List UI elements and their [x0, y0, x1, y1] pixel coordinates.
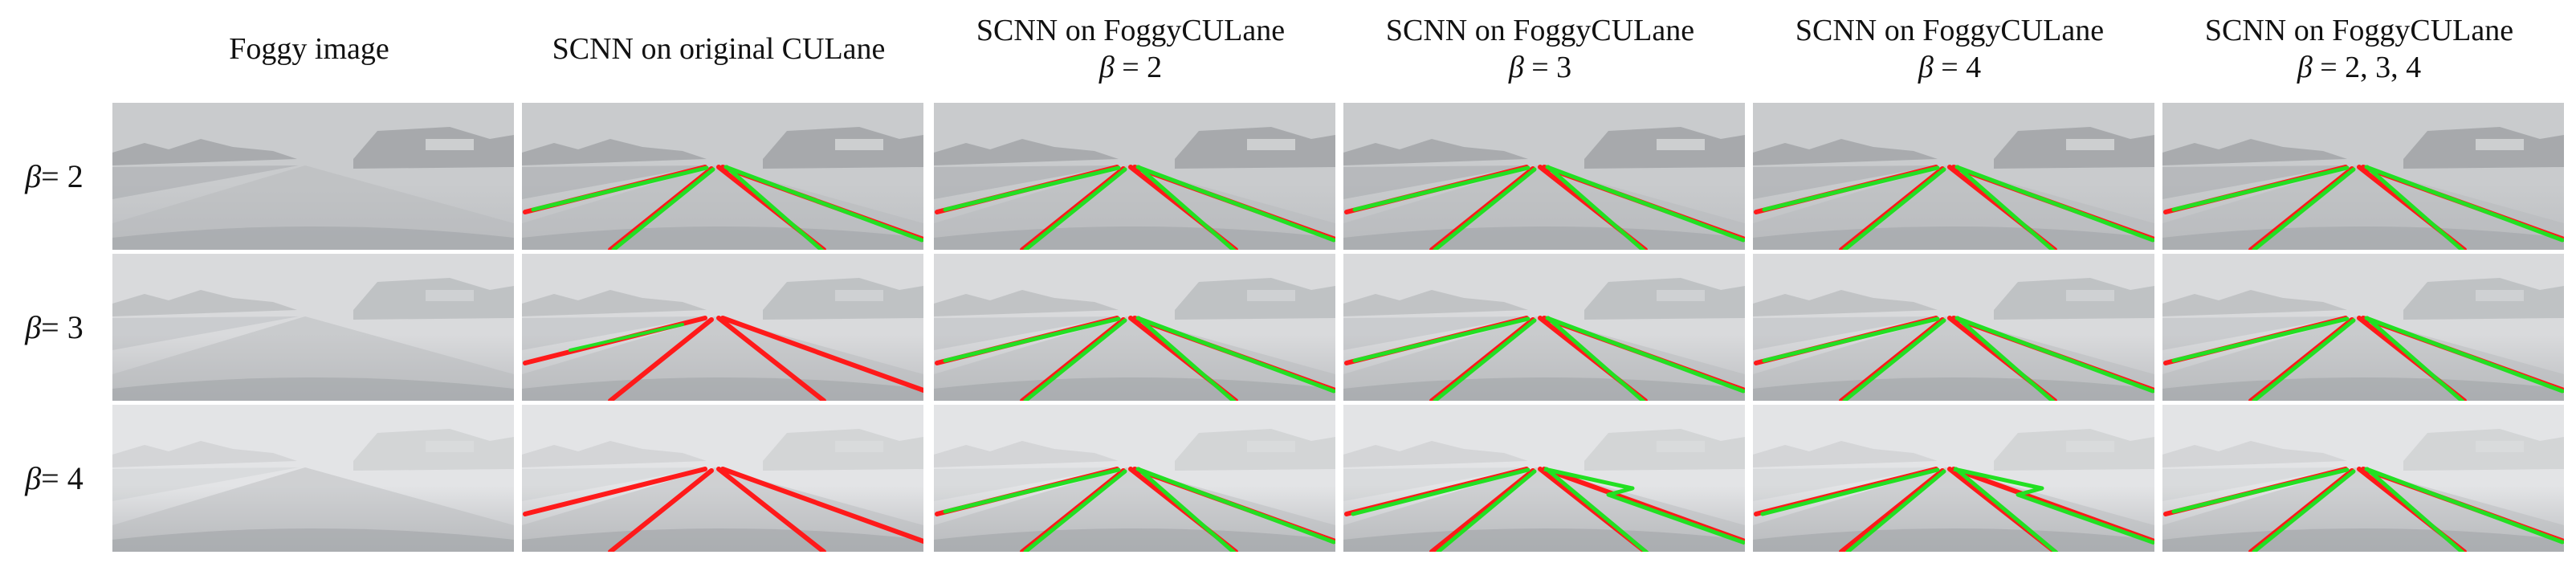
- result-cell-r3-c1: [112, 405, 514, 552]
- row-label-beta4: β = 4: [25, 460, 84, 496]
- road-scene-image: [1753, 103, 2154, 250]
- column-header-line2: β = 4: [1918, 51, 1982, 84]
- road-scene-image: [934, 405, 1335, 552]
- column-header-line1: SCNN on FoggyCULane: [1795, 14, 2105, 47]
- road-scene-image: [2162, 103, 2564, 250]
- column-header-line2: β = 2: [1098, 51, 1163, 84]
- road-scene-image: [1753, 254, 2154, 401]
- column-header-foggy-beta3: SCNN on FoggyCULane β = 3: [1339, 0, 1741, 98]
- result-cell-r2-c4: [1343, 254, 1745, 401]
- road-scene-image: [1753, 405, 2154, 552]
- row-label-beta2: β = 2: [25, 158, 84, 194]
- road-scene-image: [522, 103, 923, 250]
- result-cell-r1-c3: [934, 103, 1335, 250]
- result-cell-r2-c6: [2162, 254, 2564, 401]
- road-scene-image: [522, 405, 923, 552]
- road-scene-image: [934, 103, 1335, 250]
- road-scene-image: [1343, 254, 1745, 401]
- result-cell-r2-c5: [1753, 254, 2154, 401]
- row-label-beta3: β = 3: [25, 309, 84, 345]
- column-header-line1: Foggy image: [229, 32, 389, 66]
- road-scene-image: [112, 405, 514, 552]
- result-cell-r1-c2: [522, 103, 923, 250]
- result-cell-r1-c1: [112, 103, 514, 250]
- column-header-line1: SCNN on FoggyCULane: [2204, 14, 2514, 47]
- result-cell-r3-c2: [522, 405, 923, 552]
- road-scene-image: [112, 254, 514, 401]
- column-header-line2: β = 2, 3, 4: [2297, 51, 2422, 84]
- column-header-foggy-image: Foggy image: [108, 0, 510, 98]
- column-header-foggy-beta4: SCNN on FoggyCULane β = 4: [1749, 0, 2150, 98]
- road-scene-image: [1343, 405, 1745, 552]
- road-scene-image: [112, 103, 514, 250]
- road-scene-image: [2162, 254, 2564, 401]
- result-cell-r2-c1: [112, 254, 514, 401]
- road-scene-image: [2162, 405, 2564, 552]
- road-scene-image: [522, 254, 923, 401]
- column-header-line2: β = 3: [1508, 51, 1572, 84]
- result-cell-r3-c3: [934, 405, 1335, 552]
- result-cell-r2-c3: [934, 254, 1335, 401]
- column-header-line1: SCNN on FoggyCULane: [976, 14, 1286, 47]
- result-cell-r2-c2: [522, 254, 923, 401]
- result-cell-r3-c5: [1753, 405, 2154, 552]
- result-cell-r1-c6: [2162, 103, 2564, 250]
- road-scene-image: [934, 254, 1335, 401]
- result-cell-r3-c4: [1343, 405, 1745, 552]
- column-header-foggy-beta234: SCNN on FoggyCULane β = 2, 3, 4: [2158, 0, 2560, 98]
- column-header-line1: SCNN on original CULane: [552, 32, 886, 66]
- result-cell-r1-c4: [1343, 103, 1745, 250]
- result-cell-r3-c6: [2162, 405, 2564, 552]
- column-header-line1: SCNN on FoggyCULane: [1385, 14, 1695, 47]
- column-header-foggy-beta2: SCNN on FoggyCULane β = 2: [930, 0, 1331, 98]
- result-cell-r1-c5: [1753, 103, 2154, 250]
- column-header-scnn-original: SCNN on original CULane: [518, 0, 919, 98]
- road-scene-image: [1343, 103, 1745, 250]
